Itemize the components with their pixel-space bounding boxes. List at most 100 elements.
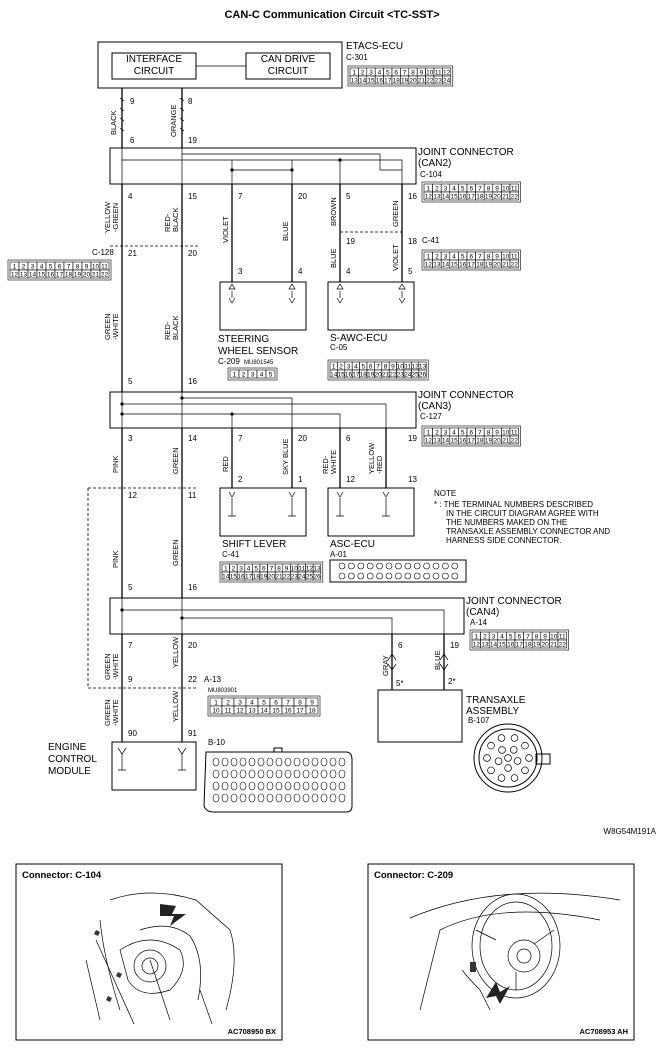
note-block: NOTE * : THE TERMINAL NUMBERS DESCRIBED … [434,489,610,545]
connector-pin-label: 14 [29,272,37,279]
ecm-pin-cavity [221,793,229,803]
connector-pin-label: 11 [225,708,232,715]
connector-pin-label: 11 [511,186,518,193]
connector-pin-label: 5 [509,634,513,641]
connector-pin-label: 23 [435,78,443,85]
transaxle-pin-cavity [510,734,519,742]
connector-pin-label: 4 [452,254,456,261]
svg-text:90: 90 [128,729,137,738]
diagram-title: CAN-C Communication Circuit <TC-SST> [224,9,439,21]
connector-pin-label: 5 [361,364,365,371]
connector-pin-label: 21 [382,372,390,379]
ecm-pin-cavity [284,769,292,779]
ecm-pin-cavity [275,793,283,803]
connector-pin-label: 16 [376,78,384,85]
ecm-pin-cavity [284,757,292,767]
connector-pin-label: 16 [345,372,353,379]
connector-pin-label: 20 [374,372,382,379]
ecm-pin-cavity [221,757,229,767]
ecm-pin-cavity [212,793,220,803]
asc-pin-socket [385,562,393,570]
ecm-pin-cavity [257,769,265,779]
transaxle-round-connector [473,723,551,793]
ecm-pin-cavity [266,781,274,791]
ecm-pin-cavity [239,757,247,767]
ecm-pin-cavity [239,781,247,791]
connector-pin-label: 13 [313,566,321,573]
connector-pin-label: 20 [493,194,501,201]
connector-pin-label: 17 [468,438,476,445]
connector-pin-label: 12 [11,272,19,279]
svg-text:JOINT CONNECTOR: JOINT CONNECTOR [418,147,514,158]
svg-text:SHIFT LEVER: SHIFT LEVER [222,539,286,550]
svg-text:JOINT CONNECTOR: JOINT CONNECTOR [418,390,514,401]
connector-pin-label: 20 [541,642,549,649]
transaxle-pin-cavity [513,757,522,765]
connector-pin-label: 14 [490,642,498,649]
connector-pin-label: 8 [384,364,388,371]
svg-text:4: 4 [128,192,133,201]
connector-pin-label: 18 [524,642,532,649]
connector-pin-label: 18 [308,708,316,715]
svg-text:YELLOW: YELLOW [171,690,180,722]
connector-pin-label: 4 [378,70,382,77]
svg-text:PINK: PINK [111,550,120,568]
connector-pin-label: 3 [347,364,351,371]
connector-pin-label: 4 [247,566,251,573]
connector-pin-label: 14 [222,574,230,581]
connector-pin-label: 14 [442,438,450,445]
svg-text:THE NUMBERS MAKED ON THE: THE NUMBERS MAKED ON THE [446,518,567,527]
connector-pin-label: 1 [224,566,228,573]
asc-connector-face [329,559,467,583]
asc-pin-socket [451,562,459,570]
ecm-pin-cavity [302,757,310,767]
ecm-pin-cavity [221,781,229,791]
connector-pin-label: 13 [433,262,441,269]
connector-pin-label: 7 [478,430,482,437]
svg-text:JOINT CONNECTOR: JOINT CONNECTOR [466,596,562,607]
svg-text:12: 12 [128,491,137,500]
connector-pin-label: 9 [310,700,314,707]
connector-pin-label: 8 [535,634,539,641]
svg-text:16: 16 [188,377,197,386]
connector-pin-label: 19 [74,272,82,279]
asc-pin-socket [348,572,355,580]
svg-text:SKY BLUE: SKY BLUE [281,438,290,475]
connector-pin-label: 4 [452,186,456,193]
svg-text:AC708953 AH: AC708953 AH [580,1027,629,1036]
connector-pin-label: 19 [485,194,493,201]
photo-c209: Connector: C-209 AC708953 AH [367,863,635,1041]
connector-pin-label: 15 [38,272,46,279]
connector-pin-label: 15 [450,438,458,445]
connector-pin-label: 22 [511,194,519,201]
connector-pin-label: 5 [461,430,465,437]
connector-pin-label: 7 [376,364,380,371]
connector-pin-label: 14 [260,708,268,715]
connector-pin-label: 14 [442,194,450,201]
asc-pin-socket [442,572,449,580]
connector-pin-label: 22 [559,642,567,649]
svg-text:4: 4 [346,267,351,276]
connector-pin-label: 10 [502,430,510,437]
ecm-pin-cavity [302,793,310,803]
ecm-pin-cavity [320,781,328,791]
svg-text:7: 7 [128,641,133,650]
connector-pin-label: 20 [409,78,417,85]
arrow-icon [160,904,186,926]
svg-text:13: 13 [408,475,417,484]
asc-pin-socket [357,562,365,570]
ecm-pin-cavity [257,757,265,767]
connector-pin-label: 8 [76,264,80,271]
svg-text:9: 9 [130,97,135,106]
connector-pin-label: 9 [285,566,289,573]
svg-text:RED: RED [221,456,230,472]
ecm-pin-cavity [329,781,337,791]
svg-text:19: 19 [408,434,417,443]
ecm-pin-cavity [266,769,274,779]
svg-text:2: 2 [238,475,243,484]
svg-text:91: 91 [188,729,197,738]
